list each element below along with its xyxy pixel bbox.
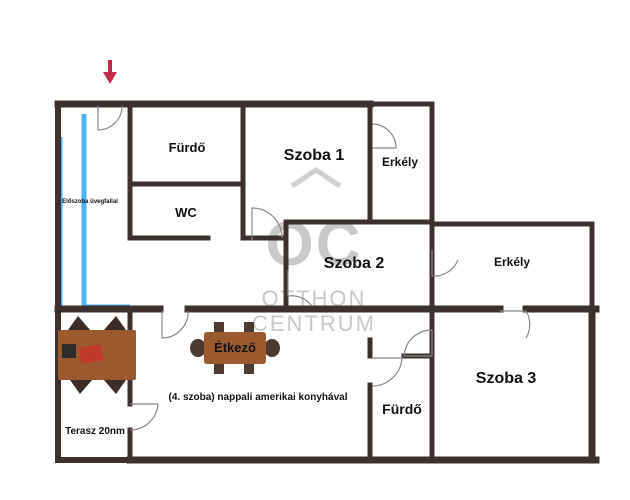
label-furdo-bottom: Fürdő — [382, 401, 422, 417]
szoba3-door — [500, 310, 531, 339]
glass-wall — [57, 114, 130, 310]
szoba1-door — [251, 207, 283, 240]
room-labels: Fürdő WC Szoba 1 Erkély Előszoba üvegfal… — [62, 140, 536, 437]
label-wc: WC — [175, 205, 197, 220]
label-erkely1: Erkély — [382, 155, 418, 169]
label-nappali: (4. szoba) nappali amerikai konyhával — [169, 392, 348, 403]
label-szoba3: Szoba 3 — [476, 370, 537, 387]
dining-table-icon — [190, 322, 280, 374]
szoba3-side-door — [403, 329, 433, 357]
label-etkezo: Étkező — [214, 340, 256, 355]
label-terasz: Terasz 20nm — [65, 426, 125, 437]
label-szoba2: Szoba 2 — [324, 255, 385, 272]
szoba2-door — [287, 270, 313, 307]
entrance-arrow-icon — [103, 60, 117, 84]
erkely2-door — [431, 250, 459, 277]
erkely1-door — [371, 123, 397, 149]
entrance-door — [97, 105, 123, 131]
watermark-line2: CENTRUM — [252, 311, 376, 336]
label-szoba1: Szoba 1 — [284, 147, 345, 164]
label-eloszoba: Előszoba üvegfallal — [62, 199, 118, 205]
walls — [54, 100, 600, 464]
label-erkely2: Erkély — [494, 255, 530, 269]
watermark-roof-icon — [290, 166, 342, 189]
terrace-table-icon — [58, 316, 136, 394]
doors — [97, 105, 531, 431]
nappali-door — [161, 310, 189, 339]
terasz-door — [129, 403, 159, 431]
furdo-door — [371, 357, 403, 387]
label-furdo-top: Fürdő — [169, 140, 206, 155]
